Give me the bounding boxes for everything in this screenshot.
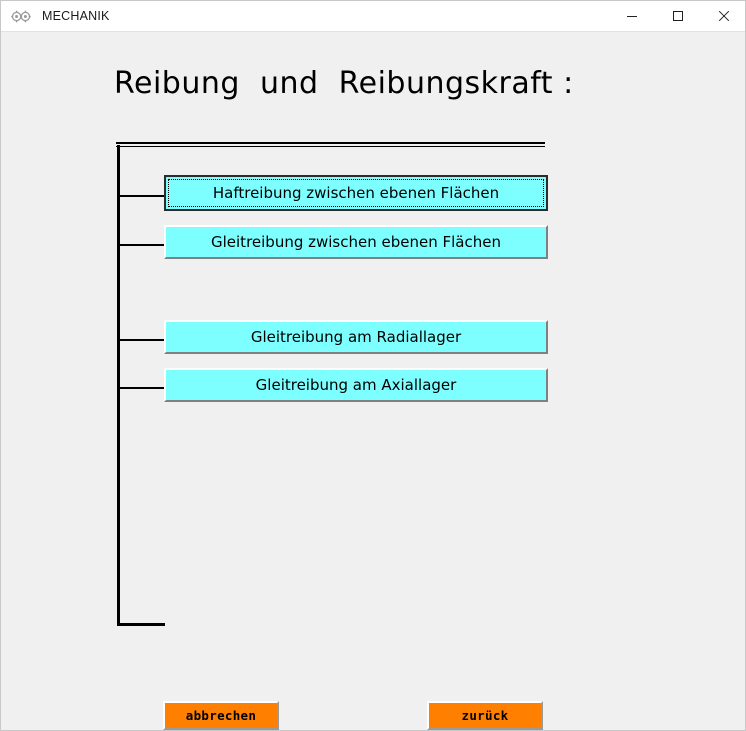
- menu-button-label: Gleitreibung zwischen ebenen Flächen: [211, 233, 501, 251]
- menu-button-label: Haftreibung zwischen ebenen Flächen: [212, 184, 500, 202]
- window-controls: [609, 1, 745, 32]
- tree-branch-1: [119, 195, 165, 197]
- menu-button-haftreibung-eben[interactable]: Haftreibung zwischen ebenen Flächen: [164, 175, 548, 211]
- tree-branch-4: [119, 387, 165, 389]
- minimize-button[interactable]: [609, 1, 655, 32]
- maximize-icon: [672, 10, 684, 22]
- menu-button-label: Gleitreibung am Radiallager: [250, 328, 462, 346]
- client-area: Reibung und Reibungskraft : Haftreibung …: [2, 32, 745, 730]
- gears-icon: [6, 1, 36, 31]
- tree-spine-line: [117, 145, 120, 626]
- page-title: Reibung und Reibungskraft :: [114, 66, 574, 101]
- window-title: MECHANIK: [42, 9, 110, 23]
- cancel-button[interactable]: abbrechen: [163, 701, 279, 730]
- heading-rule: [116, 142, 545, 147]
- focus-ring: [168, 179, 544, 207]
- menu-button-gleitreibung-radiallager[interactable]: Gleitreibung am Radiallager: [164, 320, 548, 354]
- close-button[interactable]: [701, 1, 745, 32]
- menu-button-gleitreibung-axiallager[interactable]: Gleitreibung am Axiallager: [164, 368, 548, 402]
- back-button[interactable]: zurück: [427, 701, 543, 730]
- close-icon: [718, 10, 730, 22]
- menu-button-label: Gleitreibung am Axiallager: [255, 376, 457, 394]
- tree-branch-3: [119, 339, 165, 341]
- menu-button-gleitreibung-eben[interactable]: Gleitreibung zwischen ebenen Flächen: [164, 225, 548, 259]
- tree-foot-line: [117, 623, 165, 626]
- tree-branch-2: [119, 244, 165, 246]
- minimize-icon: [626, 10, 638, 22]
- title-bar: MECHANIK: [1, 1, 745, 32]
- maximize-button[interactable]: [655, 1, 701, 32]
